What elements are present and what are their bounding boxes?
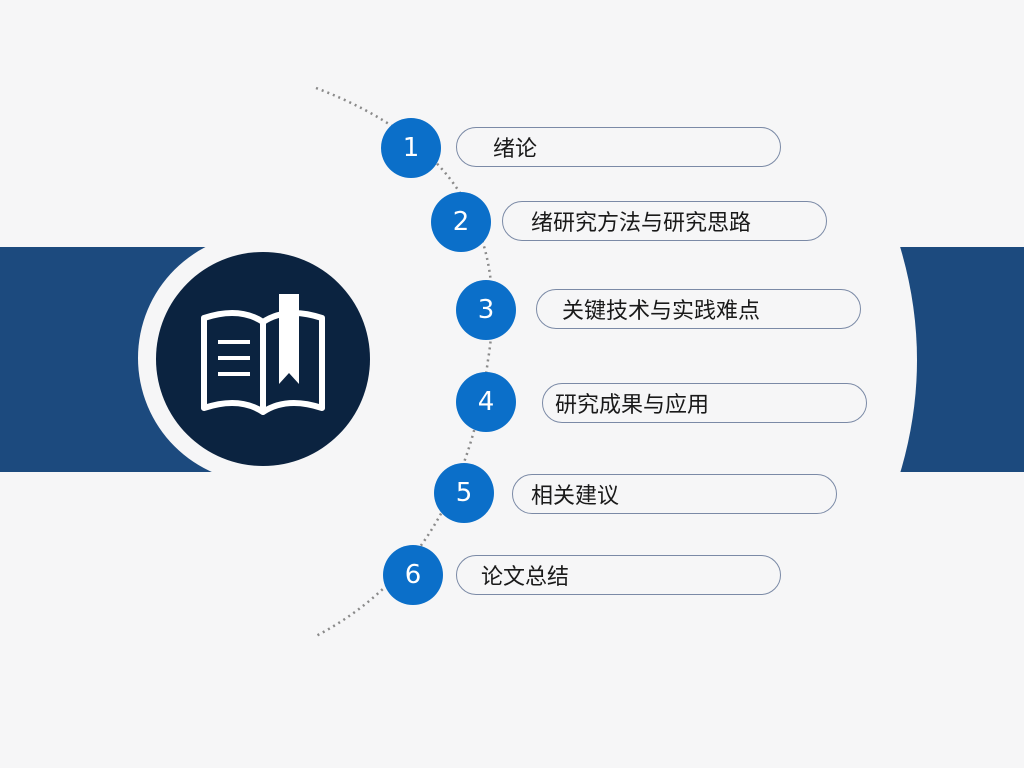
toc-item-label: 绪论 xyxy=(493,137,538,162)
toc-item-3[interactable]: 关键技术与实践难点 xyxy=(536,289,861,329)
right-band-curve xyxy=(890,240,917,480)
toc-number-1: 1 xyxy=(381,118,441,178)
toc-number-3: 3 xyxy=(456,280,516,340)
toc-item-label: 绪研究方法与研究思路 xyxy=(531,211,752,236)
toc-item-5[interactable]: 相关建议 xyxy=(512,474,837,514)
book-icon-badge xyxy=(156,252,370,466)
toc-item-6[interactable]: 论文总结 xyxy=(456,555,781,595)
toc-item-label: 研究成果与应用 xyxy=(555,393,710,418)
toc-item-label: 关键技术与实践难点 xyxy=(562,299,761,324)
toc-item-2[interactable]: 绪研究方法与研究思路 xyxy=(502,201,827,241)
open-book-with-bookmark-icon xyxy=(201,294,325,415)
toc-number-6: 6 xyxy=(383,545,443,605)
toc-number-2: 2 xyxy=(431,192,491,252)
toc-number-5: 5 xyxy=(434,463,494,523)
toc-item-label: 论文总结 xyxy=(481,565,570,590)
toc-item-1[interactable]: 绪论 xyxy=(456,127,781,167)
toc-item-label: 相关建议 xyxy=(531,484,620,509)
toc-number-4: 4 xyxy=(456,372,516,432)
toc-item-4[interactable]: 研究成果与应用 xyxy=(542,383,867,423)
